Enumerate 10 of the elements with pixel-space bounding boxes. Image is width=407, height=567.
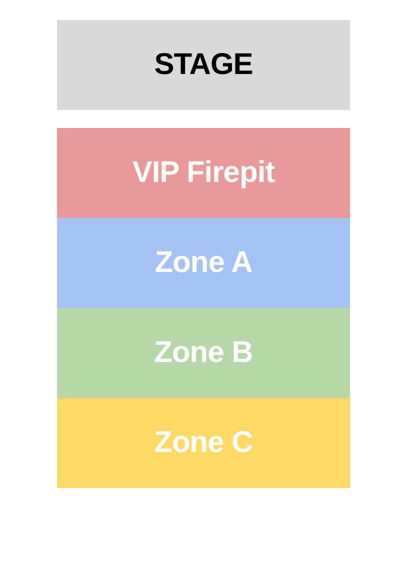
seating-section xyxy=(57,308,350,398)
section-label: Zone C xyxy=(154,426,253,460)
seating-section xyxy=(57,128,350,218)
section-label: Zone A xyxy=(154,246,252,280)
seating-section xyxy=(57,218,350,308)
section-label: VIP Firepit xyxy=(132,156,275,190)
stage-area xyxy=(57,20,350,110)
section-label: Zone B xyxy=(154,336,253,370)
seating-section xyxy=(57,398,350,488)
section-label: STAGE xyxy=(154,48,253,82)
